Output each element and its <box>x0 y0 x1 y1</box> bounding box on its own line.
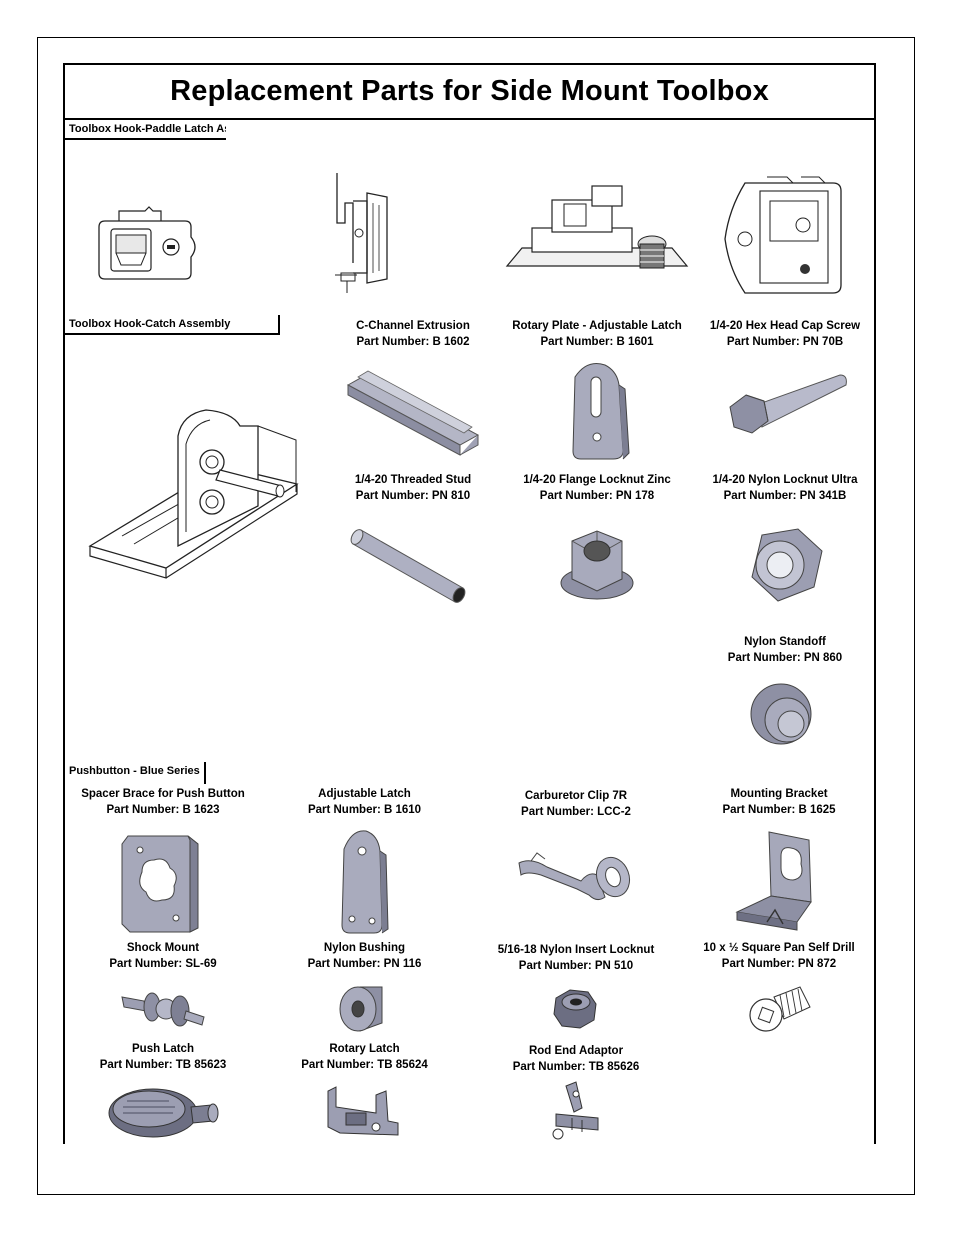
threaded-stud-icon <box>328 505 498 626</box>
spacer-brace-icon <box>65 824 261 938</box>
paddle-latch-front-icon <box>65 180 226 315</box>
part-number: Part Number: PN 116 <box>307 958 422 970</box>
pushbutton-header: Pushbutton - Blue Series <box>65 762 874 792</box>
nylon-bushing-icon <box>261 974 468 1039</box>
part-name: 1/4-20 Threaded Stud <box>354 474 472 486</box>
rod-end-icon <box>468 1077 684 1144</box>
parts-sheet: Replacement Parts for Side Mount Toolbox… <box>63 63 876 1144</box>
part-number: Part Number: PN 860 <box>727 652 843 664</box>
part-number: Part Number: PN 810 <box>355 490 471 502</box>
part-number: Part Number: TB 85623 <box>99 1059 227 1071</box>
part-name: Push Latch <box>132 1043 194 1055</box>
rotary-plate-icon <box>498 351 696 469</box>
part-name: 10 x ½ Square Pan Self Drill <box>703 942 855 954</box>
paddle-front-cell: Toolbox Hook-Paddle Latch Assembly <box>65 120 325 317</box>
part-name: Mounting Bracket <box>730 788 828 800</box>
paddle-side-cell <box>226 120 500 317</box>
part-name: Adjustable Latch <box>318 788 411 800</box>
part-number: Part Number: LCC-2 <box>521 806 631 818</box>
paddle-latch-rear-icon <box>696 160 874 315</box>
page-frame <box>37 37 915 1195</box>
rotary-latch-icon <box>261 1075 468 1144</box>
paddle-top-cell <box>498 120 698 317</box>
push-latch-icon <box>65 1075 261 1144</box>
part-number: Part Number: TB 85626 <box>512 1061 640 1073</box>
nylon-standoff-icon <box>696 670 874 762</box>
part-name: Rotary Plate - Adjustable Latch <box>512 320 682 332</box>
paddle-rear-cell <box>696 120 874 317</box>
shock-mount-icon <box>65 974 261 1039</box>
flange-nut-icon <box>498 505 696 626</box>
part-number: Part Number: PN 70B <box>726 336 844 348</box>
part-name: Shock Mount <box>126 942 200 954</box>
paddle-latch-top-icon <box>498 160 696 315</box>
part-name: 1/4-20 Nylon Locknut Ultra <box>712 474 858 486</box>
part-name: Rod End Adaptor <box>528 1045 624 1057</box>
part-number: Part Number: PN 872 <box>721 958 837 970</box>
part-number: Part Number: B 1602 <box>356 336 470 348</box>
part-name: 1/4-20 Flange Locknut Zinc <box>523 474 671 486</box>
adjustable-latch-icon <box>261 824 468 938</box>
part-carb-clip: Carburetor Clip 7R Part Number: LCC-2 <box>468 784 686 940</box>
part-name: 1/4-20 Hex Head Cap Screw <box>709 320 861 332</box>
part-name: Rotary Latch <box>329 1043 400 1055</box>
part-name: Nylon Bushing <box>323 942 406 954</box>
part-number: Part Number: PN 510 <box>518 960 634 972</box>
empty-cell-bottom <box>684 1039 874 1144</box>
part-number: Part Number: B 1610 <box>307 804 422 816</box>
hex-screw-icon <box>696 351 874 469</box>
page-title: Replacement Parts for Side Mount Toolbox <box>65 65 874 120</box>
part-name: Carburetor Clip 7R <box>524 790 628 802</box>
part-name: 5/16-18 Nylon Insert Locknut <box>497 944 655 956</box>
pan-screw-icon <box>684 974 874 1039</box>
part-number: Part Number: PN 178 <box>539 490 655 502</box>
c-channel-icon <box>328 351 498 469</box>
part-number: Part Number: B 1625 <box>722 804 836 816</box>
part-number: Part Number: TB 85624 <box>301 1059 428 1071</box>
paddle-latch-side-icon <box>226 150 498 315</box>
section-label-catch: Toolbox Hook-Catch Assembly <box>65 315 280 335</box>
part-number: Part Number: PN 341B <box>723 490 847 502</box>
hook-catch-cell: Toolbox Hook-Catch Assembly <box>65 315 330 628</box>
hook-catch-assembly-icon <box>65 365 328 626</box>
part-number: Part Number: B 1623 <box>106 804 220 816</box>
part-name: Spacer Brace for Push Button <box>81 788 245 800</box>
part-name: C-Channel Extrusion <box>356 320 470 332</box>
carburetor-clip-icon <box>468 824 684 938</box>
nylon-nut-icon <box>696 505 874 626</box>
part-number: Part Number: SL-69 <box>109 958 217 970</box>
part-name: Nylon Standoff <box>744 636 826 648</box>
part-number: Part Number: B 1601 <box>540 336 654 348</box>
insert-locknut-icon <box>468 978 684 1039</box>
empty-cell <box>65 626 698 764</box>
mounting-bracket-icon <box>684 824 874 938</box>
